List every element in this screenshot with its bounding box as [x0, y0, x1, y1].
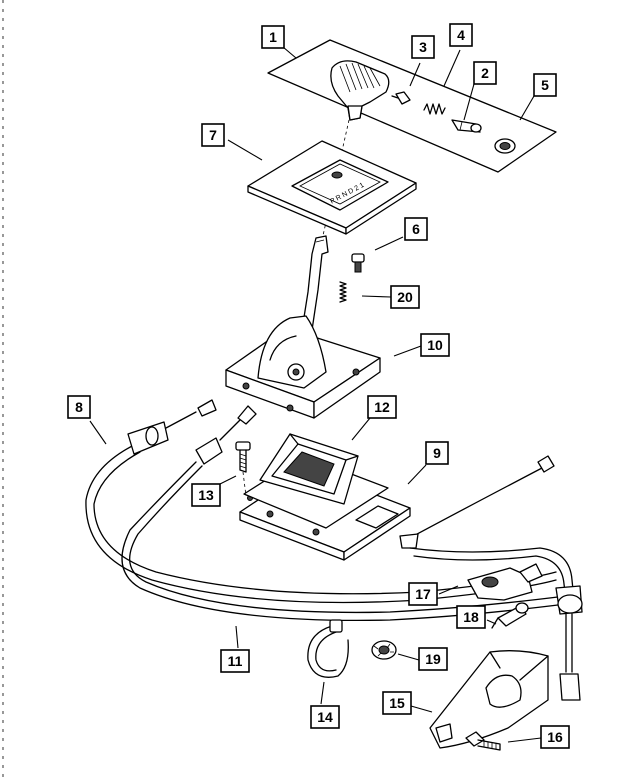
cable-end-pin — [491, 602, 529, 629]
shift-knob-kit-panel — [267, 39, 557, 173]
callout-15: 15 — [382, 691, 412, 715]
callout-12: 12 — [367, 395, 397, 419]
knob-button — [391, 91, 411, 105]
knob-retaining-pin — [451, 119, 482, 133]
callout-14-label: 14 — [317, 709, 333, 725]
callout-20-label: 20 — [397, 289, 413, 305]
callout-9-label: 9 — [433, 445, 441, 461]
callout-4-label: 4 — [457, 27, 465, 43]
shift-cable-bracket — [467, 563, 543, 601]
callout-19: 19 — [418, 647, 448, 671]
callout-20: 20 — [390, 285, 420, 309]
callout-6-label: 6 — [412, 221, 420, 237]
callout-13: 13 — [191, 483, 221, 507]
callout-3-label: 3 — [419, 39, 427, 55]
callout-3: 3 — [411, 35, 435, 59]
callout-17-label: 17 — [415, 586, 431, 602]
callout-14: 14 — [310, 705, 340, 729]
callout-8-label: 8 — [75, 399, 83, 415]
callout-10-label: 10 — [427, 337, 443, 353]
callout-11-label: 11 — [228, 653, 243, 669]
callout-10: 10 — [420, 333, 450, 357]
cover-bolt — [465, 731, 501, 751]
cable-clip — [307, 619, 349, 678]
callout-8: 8 — [67, 395, 91, 419]
callout-1: 1 — [261, 25, 285, 49]
shifter-base-plate — [243, 433, 389, 529]
callout-2: 2 — [473, 61, 497, 85]
lever-bolt — [351, 253, 365, 273]
callout-7-label: 7 — [209, 127, 217, 143]
shifter-bezel: P R N D 2 1 — [247, 140, 417, 235]
callout-4: 4 — [449, 23, 473, 47]
callout-11: 11 — [220, 649, 250, 673]
callout-18: 18 — [456, 605, 486, 629]
callout-18-label: 18 — [463, 609, 479, 625]
callout-16: 16 — [540, 725, 570, 749]
callout-9: 9 — [425, 441, 449, 465]
callout-5: 5 — [533, 73, 557, 97]
callout-13-label: 13 — [198, 487, 214, 503]
shift-knob — [330, 60, 390, 121]
transmission-cable — [399, 455, 583, 701]
push-nut — [371, 640, 397, 660]
callout-5-label: 5 — [541, 77, 549, 93]
shifter-housing — [225, 315, 381, 419]
knob-spring — [423, 103, 446, 115]
callout-1-label: 1 — [269, 29, 277, 45]
detent-spring — [339, 281, 347, 303]
cable-bracket-cover — [429, 650, 549, 749]
callout-2-label: 2 — [481, 65, 489, 81]
callout-17: 17 — [408, 582, 438, 606]
callout-16-label: 16 — [547, 729, 563, 745]
callout-15-label: 15 — [389, 695, 405, 711]
callout-7: 7 — [201, 123, 225, 147]
callout-6: 6 — [404, 217, 428, 241]
base-screw — [235, 441, 251, 497]
leader-lines — [89, 46, 542, 743]
callout-12-label: 12 — [374, 399, 390, 415]
knob-retainer-ring — [494, 138, 516, 154]
callout-19-label: 19 — [425, 651, 441, 667]
